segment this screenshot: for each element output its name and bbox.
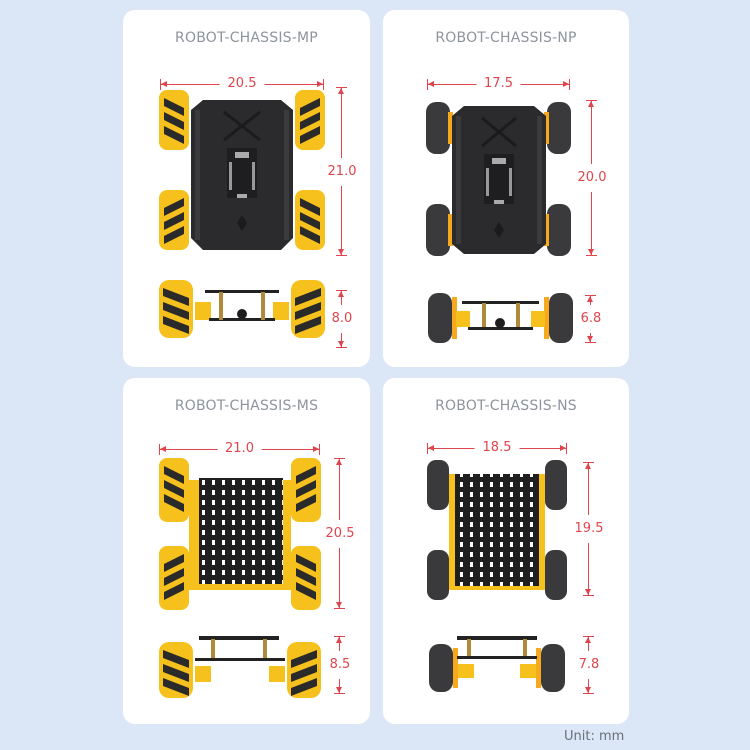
length-value: 20.0 bbox=[577, 164, 607, 192]
height-dimension: 8.0 bbox=[331, 290, 353, 348]
height-dimension: 8.5 bbox=[329, 636, 351, 694]
length-dimension: 20.0 bbox=[577, 100, 607, 256]
height-value: 6.8 bbox=[580, 305, 602, 333]
width-dimension: 21.0 bbox=[159, 439, 320, 459]
height-value: 7.8 bbox=[578, 651, 600, 679]
chassis-top-view-image bbox=[159, 90, 325, 256]
height-dimension: 7.8 bbox=[578, 636, 600, 694]
mecanum-wheel-icon bbox=[159, 90, 325, 250]
card-title: ROBOT-CHASSIS-MP bbox=[175, 30, 318, 46]
chassis-side-view-image bbox=[429, 636, 565, 692]
card-chassis-ns: ROBOT-CHASSIS-NS 18.5 19.5 7.8 bbox=[383, 378, 629, 724]
width-value: 20.5 bbox=[219, 74, 265, 94]
card-chassis-np: ROBOT-CHASSIS-NP 17.5 20.0 6.8 bbox=[383, 10, 629, 367]
length-dimension: 20.5 bbox=[325, 458, 355, 609]
width-dimension: 17.5 bbox=[427, 74, 570, 94]
width-value: 17.5 bbox=[476, 74, 521, 94]
length-value: 21.0 bbox=[327, 157, 357, 186]
height-dimension: 6.8 bbox=[580, 295, 602, 343]
card-title: ROBOT-CHASSIS-NP bbox=[435, 30, 577, 46]
height-value: 8.5 bbox=[329, 651, 351, 679]
height-value: 8.0 bbox=[331, 305, 353, 333]
length-dimension: 19.5 bbox=[574, 462, 604, 596]
chassis-top-view-image bbox=[426, 102, 571, 257]
width-value: 18.5 bbox=[474, 438, 520, 458]
unit-label: Unit: mm bbox=[564, 729, 625, 744]
length-value: 20.5 bbox=[325, 519, 355, 548]
width-value: 21.0 bbox=[217, 439, 262, 459]
chassis-side-view-image bbox=[428, 293, 573, 345]
card-title: ROBOT-CHASSIS-NS bbox=[435, 398, 577, 414]
card-chassis-mp: ROBOT-CHASSIS-MP 20.5 21.0 8.0 bbox=[123, 10, 370, 367]
chassis-side-view-image bbox=[159, 280, 325, 340]
card-chassis-ms: ROBOT-CHASSIS-MS 21.0 20.5 8.5 bbox=[123, 378, 370, 724]
rubber-wheel-icon bbox=[426, 102, 571, 256]
chassis-side-view-image bbox=[159, 636, 321, 698]
width-dimension: 18.5 bbox=[427, 438, 567, 458]
card-title: ROBOT-CHASSIS-MS bbox=[174, 398, 319, 414]
chassis-top-view-image bbox=[159, 458, 321, 610]
length-dimension: 21.0 bbox=[327, 87, 357, 256]
length-value: 19.5 bbox=[574, 515, 604, 543]
width-dimension: 20.5 bbox=[160, 74, 324, 94]
chassis-top-view-image bbox=[427, 460, 567, 602]
